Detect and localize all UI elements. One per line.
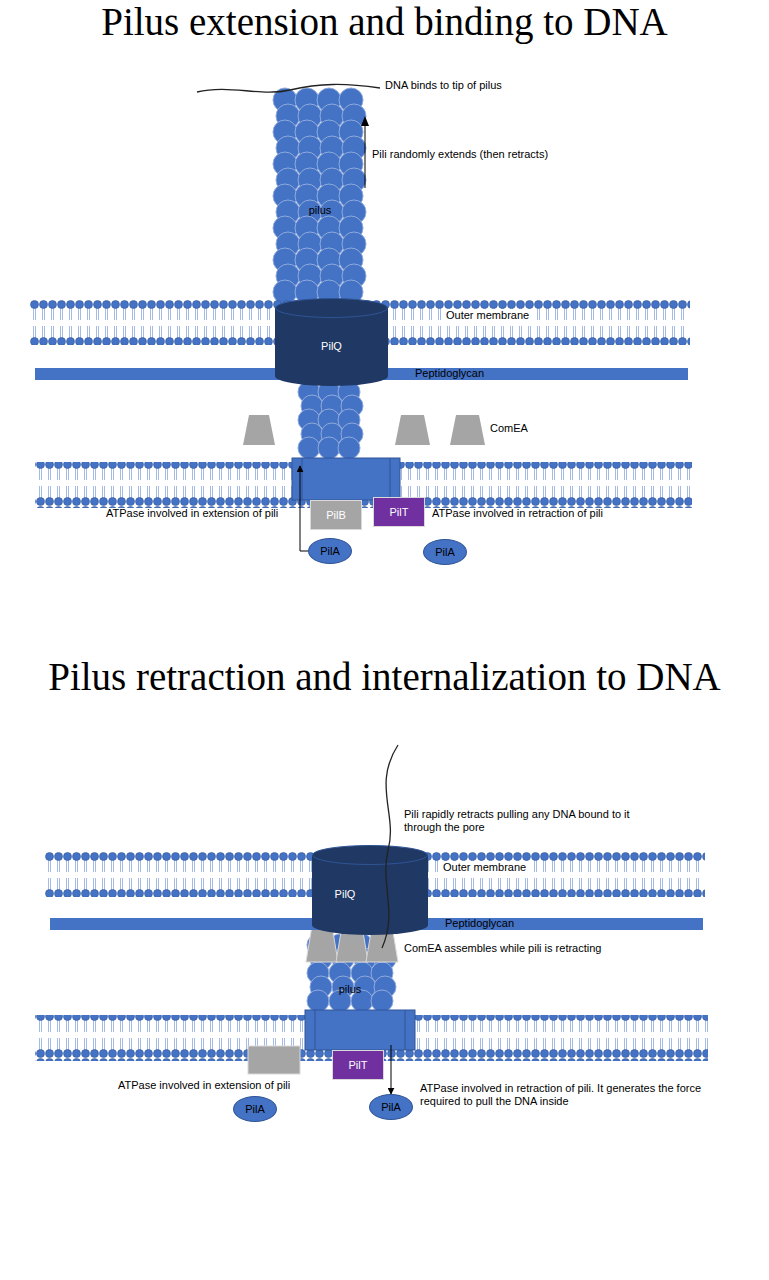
pilb-atpase: PilB (310, 500, 362, 530)
pilq-secretin: PilQ (312, 845, 428, 935)
annotation: ComEA assembles while pili is retracting (404, 942, 601, 955)
arrow-head (361, 116, 369, 126)
flow-arrow (300, 466, 308, 551)
complex-segment (390, 458, 391, 500)
comea-protein (450, 415, 485, 445)
complex-segment (302, 458, 303, 500)
pilin-subunit (318, 437, 340, 459)
annotation: DNA binds to tip of pilus (385, 79, 502, 92)
pila-subunit: PilA (369, 1094, 413, 1120)
node-text: PilT (390, 506, 409, 519)
node-text: Peptidoglycan (415, 367, 484, 380)
panel-heading: Pilus retraction and internalization to … (0, 655, 769, 699)
pila-subunit: PilA (233, 1096, 277, 1122)
node-text: PilQ (335, 888, 356, 901)
pilin-subunit (371, 990, 393, 1012)
node-text: PilA (320, 545, 340, 558)
pila-subunit: PilA (423, 539, 467, 565)
annotation: Pili randomly extends (then retracts) (372, 148, 548, 161)
node-text: Peptidoglycan (445, 917, 514, 930)
node-text: pilus (339, 983, 362, 996)
comea-protein (395, 415, 430, 445)
pilus-filament: pilus (305, 935, 395, 1045)
node-text: PilA (381, 1101, 401, 1114)
complex-segment (405, 1010, 406, 1050)
node-text: PilA (245, 1103, 265, 1116)
annotation: ATPase involved in retraction of pili. I… (420, 1082, 720, 1108)
pilin-subunit (298, 437, 320, 459)
pilus-filament: pilus (272, 86, 368, 466)
inner-membrane-complex (305, 1010, 415, 1050)
dna-strand (382, 745, 398, 948)
node-text: Outer membrane (443, 309, 532, 322)
pilq-secretin: PilQ (275, 298, 388, 386)
cylinder-outline (312, 845, 428, 935)
flow-arrow (391, 1045, 392, 1094)
comea-protein (243, 415, 275, 445)
node-text: pilus (309, 204, 332, 217)
annotation: ATPase involved in extension of pili (106, 507, 278, 520)
pilb-atpase (248, 1046, 300, 1074)
annotation: ATPase involved in retraction of pili (432, 507, 603, 520)
annotation: ATPase involved in extension of pili (118, 1079, 290, 1092)
node-text: Outer membrane (440, 861, 529, 874)
part-label: ComEA (490, 422, 528, 435)
dna-strand (197, 84, 380, 92)
pilt-atpase: PilT (373, 497, 425, 527)
node-text: PilA (435, 546, 455, 559)
node-text: PilT (349, 1059, 368, 1072)
annotation: Pili rapidly retracts pulling any DNA bo… (404, 808, 666, 834)
inner-membrane-complex (292, 458, 400, 500)
node-text: PilQ (321, 340, 342, 353)
pilin-subunit (338, 437, 360, 459)
diagram-title: Pilus extension and binding to DNA (0, 0, 769, 44)
complex-segment (315, 1010, 316, 1050)
node-text: PilB (326, 509, 346, 522)
extension-arrow (365, 124, 366, 188)
pilt-atpase: PilT (332, 1050, 384, 1080)
pila-subunit: PilA (308, 538, 352, 564)
pilin-subunit (307, 990, 329, 1012)
